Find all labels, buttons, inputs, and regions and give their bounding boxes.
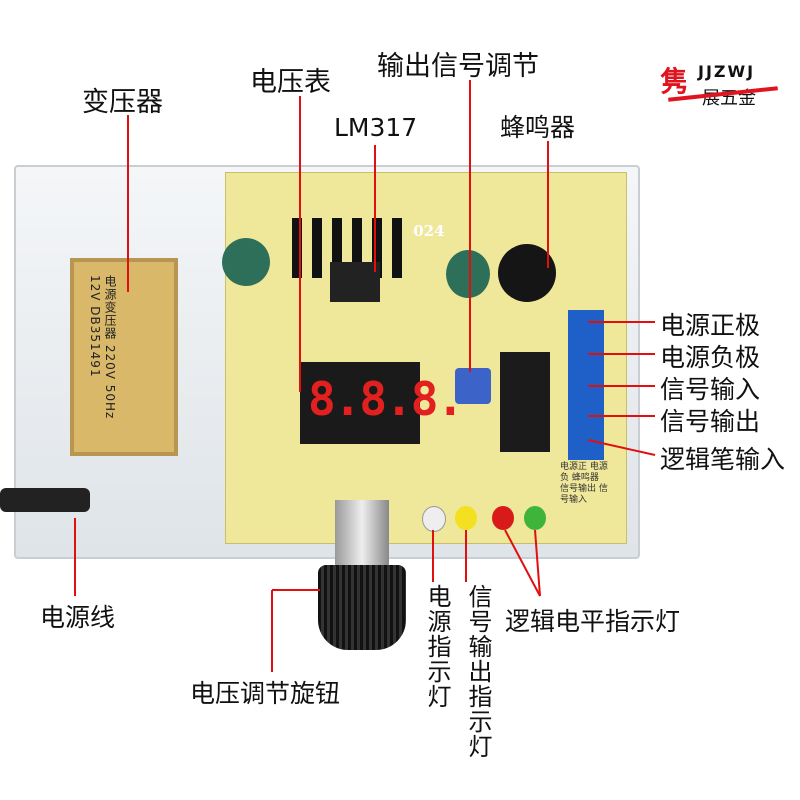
label-power-cord: 电源线 (40, 603, 116, 632)
label-power-indicator: 电源指示灯 (423, 584, 451, 709)
label-signal-output: 信号输出 (660, 407, 761, 436)
transformer (70, 258, 178, 456)
voltage-knob[interactable] (318, 565, 406, 650)
signal-potentiometer (455, 368, 491, 404)
label-lm317: LM317 (334, 113, 418, 142)
signal-output-led (455, 506, 477, 530)
logic-red-led (492, 506, 514, 530)
silk-right: 电源正 电源负 蜂鸣器 信号输出 信号输入 (560, 462, 608, 505)
label-logic-level-indicator: 逻辑电平指示灯 (505, 607, 681, 636)
buzzer (498, 244, 556, 302)
brand-logo: 隽 JJZWJ 展五金 (660, 60, 790, 110)
label-signal-input: 信号输入 (660, 375, 761, 404)
capacitor (222, 238, 270, 286)
label-signal-output-indicator: 信号输出指示灯 (464, 584, 492, 759)
label-voltmeter: 电压表 (250, 67, 331, 98)
label-transformer: 变压器 (82, 87, 163, 118)
label-power-positive: 电源正极 (660, 311, 761, 340)
label-buzzer: 蜂鸣器 (500, 113, 576, 142)
label-power-negative: 电源负极 (660, 343, 761, 372)
label-voltage-knob: 电压调节旋钮 (190, 679, 341, 708)
transformer-print: 电源变压器 220V 50Hz 12V DB351491 (88, 275, 117, 420)
voltmeter-display (300, 362, 420, 444)
label-logic-pen-input: 逻辑笔输入 (660, 445, 786, 474)
knob-shaft (335, 500, 389, 570)
label-signal-adjust: 输出信号调节 (377, 51, 539, 82)
capacitor (446, 250, 490, 298)
ic-chip (500, 352, 550, 452)
pcb-board (225, 172, 627, 544)
lm317-chip (330, 262, 380, 302)
voltmeter-digits: 8.8.8. (308, 372, 464, 426)
power-cord (0, 488, 90, 512)
logic-green-led (524, 506, 546, 530)
